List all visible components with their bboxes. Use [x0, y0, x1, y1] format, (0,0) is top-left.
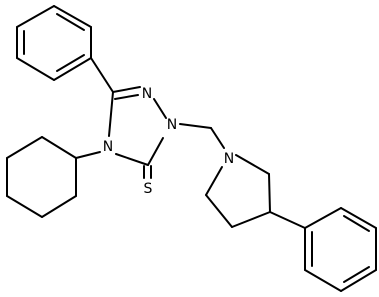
bond	[108, 91, 114, 137]
atom-label-n-pyrrolidine: N	[224, 151, 234, 167]
atom-label-n-ring-right: N	[167, 117, 177, 133]
bond	[340, 207, 377, 229]
bond	[205, 166, 223, 196]
triazole-ring	[108, 86, 167, 166]
atom-label-n-top: N	[142, 86, 152, 102]
bond	[268, 173, 271, 213]
bond-pyrrolidine-phenyl	[269, 211, 306, 229]
bond	[53, 57, 92, 81]
bond-n-cyclohexyl	[75, 151, 101, 159]
bond-n-methylene	[179, 123, 212, 129]
bond	[304, 269, 342, 292]
pyrrolidine-ring	[205, 154, 271, 228]
double-bond-inner	[56, 54, 85, 72]
bond	[112, 86, 141, 93]
bond	[16, 5, 55, 28]
double-bond-inner	[343, 266, 370, 283]
bond	[340, 269, 377, 292]
bond	[235, 154, 270, 175]
phenyl-ring-top	[16, 5, 92, 81]
atom-label-n-ring-left: N	[103, 139, 113, 155]
bond	[41, 136, 77, 159]
double-bond-inner	[114, 94, 139, 100]
bond	[205, 194, 233, 228]
bond	[304, 207, 342, 229]
bond	[6, 195, 43, 218]
bond	[41, 195, 77, 218]
atom-label-s-thione: S	[144, 181, 153, 197]
bond-methylene-n	[210, 127, 225, 149]
double-bond-inner	[343, 215, 370, 232]
bond	[231, 211, 271, 228]
bond	[153, 98, 167, 119]
bond	[115, 153, 149, 166]
bond-phenyl-triazole	[90, 57, 114, 93]
phenyl-ring-bottom	[304, 207, 377, 292]
cyclohexyl-ring	[6, 136, 77, 218]
double-bond-inner	[56, 13, 85, 31]
bond	[16, 57, 55, 81]
bond	[6, 136, 43, 159]
bond	[53, 5, 92, 28]
bond	[147, 137, 164, 166]
